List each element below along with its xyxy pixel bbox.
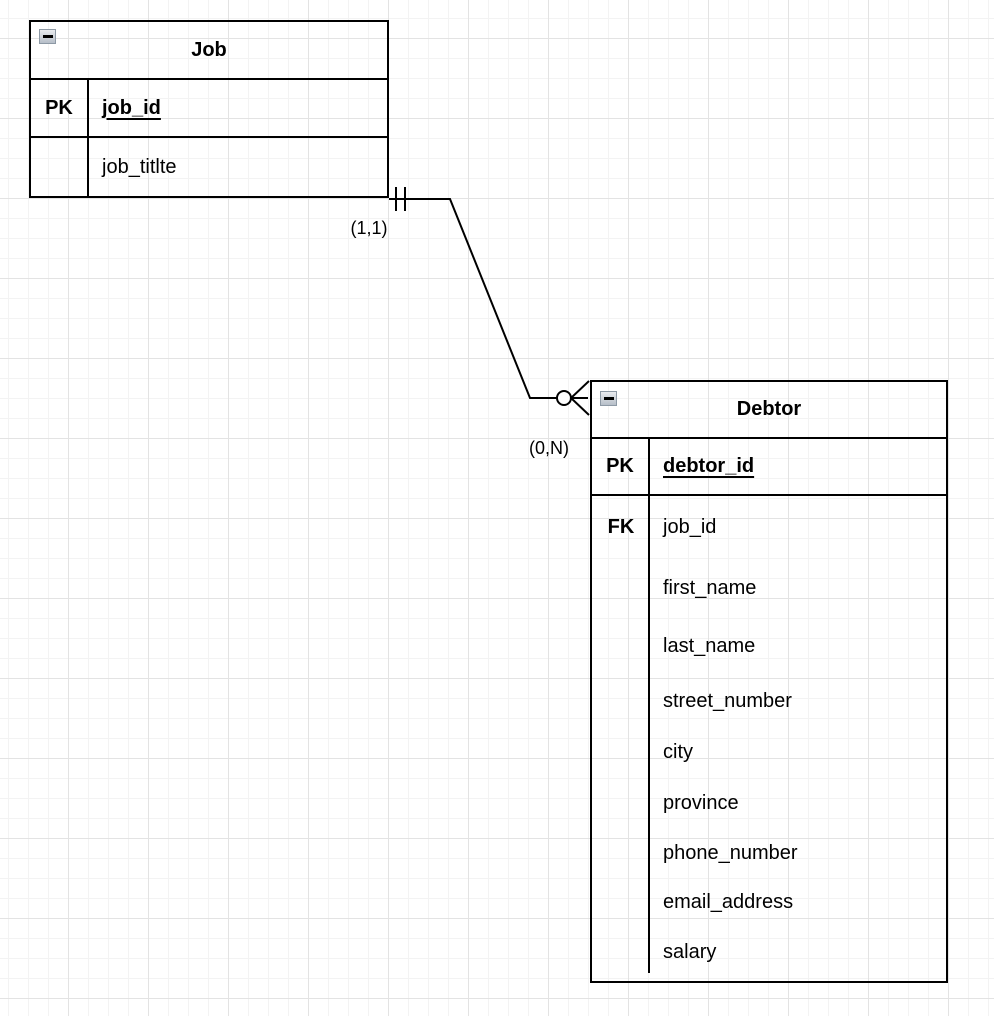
entity-job-header[interactable]: Job <box>31 22 387 80</box>
key-badge <box>31 138 89 196</box>
key-badge: FK <box>607 515 635 538</box>
field-name: job_id <box>102 96 161 119</box>
cardinality-label-job-end[interactable]: (1,1) <box>350 218 388 238</box>
entity-debtor[interactable]: Debtor PK debtor_id FK job_id first_name… <box>590 380 948 983</box>
field-name: city <box>663 741 693 763</box>
debtor-row-pk[interactable]: PK debtor_id <box>592 439 946 496</box>
minus-glyph <box>603 397 614 400</box>
field-name: first_name <box>663 576 757 599</box>
key-badge <box>592 828 650 878</box>
field-name: province <box>663 791 739 814</box>
collapse-minus-icon[interactable] <box>39 29 56 44</box>
key-badge: PK <box>592 439 650 494</box>
collapse-minus-icon[interactable] <box>600 391 617 406</box>
key-badge <box>592 926 650 979</box>
debtor-row-fk[interactable]: FK job_id <box>592 496 946 558</box>
debtor-row-attr[interactable]: last_name <box>592 618 946 675</box>
crow-foot <box>569 380 590 416</box>
debtor-row-attr[interactable]: salary <box>592 926 946 979</box>
field-name: email_address <box>663 890 794 913</box>
entity-debtor-title: Debtor <box>736 398 802 420</box>
cardinality-label-debtor-end[interactable]: (0,N) <box>529 438 569 458</box>
zero-circle <box>556 390 572 406</box>
debtor-row-attr[interactable]: street_number <box>592 675 946 727</box>
field-name: street_number <box>663 689 792 712</box>
debtor-row-attr[interactable]: email_address <box>592 878 946 926</box>
key-badge <box>592 558 650 618</box>
entity-job[interactable]: Job PK job_id job_titlte <box>29 20 389 198</box>
key-badge <box>592 878 650 926</box>
debtor-attribute-list: FK job_id first_name last_name street_nu… <box>592 496 946 979</box>
entity-job-title: Job <box>191 38 227 61</box>
debtor-row-attr[interactable]: city <box>592 727 946 778</box>
key-badge <box>592 675 650 727</box>
entity-debtor-header[interactable]: Debtor <box>592 382 946 439</box>
field-name: job_titlte <box>102 155 177 178</box>
job-row-pk[interactable]: PK job_id <box>31 80 387 138</box>
key-badge <box>592 727 650 778</box>
column-divider <box>648 496 650 973</box>
debtor-row-attr[interactable]: province <box>592 778 946 828</box>
debtor-row-attr[interactable]: phone_number <box>592 828 946 878</box>
field-name: job_id <box>663 515 717 538</box>
job-row-attr[interactable]: job_titlte <box>31 138 387 196</box>
key-badge: PK <box>31 80 89 136</box>
key-badge <box>592 778 650 828</box>
field-name: debtor_id <box>663 455 755 477</box>
field-name: salary <box>663 941 717 963</box>
field-name: phone_number <box>663 841 798 864</box>
key-badge <box>592 618 650 675</box>
debtor-row-attr[interactable]: first_name <box>592 558 946 618</box>
minus-glyph <box>42 35 53 38</box>
relationship-line <box>389 198 588 399</box>
field-name: last_name <box>663 635 756 657</box>
